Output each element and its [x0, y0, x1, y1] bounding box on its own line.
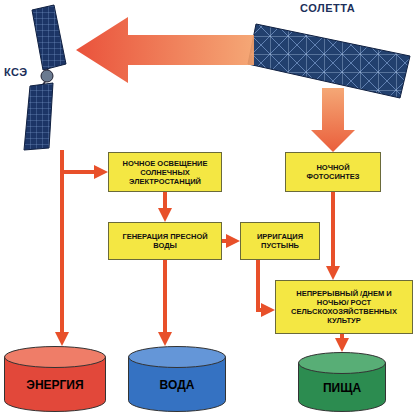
process-box: НОЧНОЙ ФОТОСИНТЕЗ [285, 152, 381, 192]
resource-cylinder: ЭНЕРГИЯ [4, 346, 106, 412]
resource-label: ВОДА [128, 378, 226, 392]
flow-arrow [62, 150, 100, 172]
flow-arrow [60, 150, 64, 338]
process-box: НЕПРЕРЫВНЫЙ /ДНЕМ И НОЧЬЮ/ РОСТ СЕЛЬСКОХ… [275, 280, 413, 334]
flow-arrow [258, 260, 267, 310]
flow-arrow [163, 192, 167, 214]
figure-label: КСЭ [4, 66, 28, 78]
solar-panel [24, 83, 53, 150]
resource-cylinder: ПИЩА [298, 352, 386, 412]
resource-label: ЭНЕРГИЯ [4, 378, 106, 392]
flow-arrow [222, 239, 232, 243]
box-label: ИРРИГАЦИЯ ПУСТЫНЬ [247, 232, 313, 250]
flow-arrow [340, 334, 344, 344]
process-box: НОЧНОЕ ОСВЕЩЕНИЕ СОЛНЕЧНЫХ ЭЛЕКТРОСТАНЦИ… [108, 152, 222, 192]
process-box: ИРРИГАЦИЯ ПУСТЫНЬ [240, 222, 320, 260]
cylinder-top [299, 353, 386, 374]
light-beam-arrow [76, 17, 254, 83]
resource-label: ПИЩА [298, 381, 386, 395]
box-label: НОЧНОЙ ФОТОСИНТЕЗ [292, 163, 374, 181]
satellite-body [41, 70, 53, 82]
kse-satellite [24, 5, 66, 150]
box-label: НОЧНОЕ ОСВЕЩЕНИЕ СОЛНЕЧНЫХ ЭЛЕКТРОСТАНЦИ… [115, 159, 215, 186]
box-label: ГЕНЕРАЦИЯ ПРЕСНОЙ ВОДЫ [115, 232, 215, 250]
satellite-kse: КСЭ [2, 4, 76, 150]
box-label: НЕПРЕРЫВНЫЙ /ДНЕМ И НОЧЬЮ/ РОСТ СЕЛЬСКОХ… [282, 289, 406, 325]
soletta-mirror-label: СОЛЕТТА [250, 2, 412, 92]
cylinder-top [5, 347, 106, 368]
solar-panel [32, 5, 66, 70]
soletta-mirror [248, 24, 410, 98]
process-box: ГЕНЕРАЦИЯ ПРЕСНОЙ ВОДЫ [108, 222, 222, 260]
figure-label: СОЛЕТТА [300, 2, 355, 14]
flow-arrow [163, 260, 167, 338]
resource-cylinder: ВОДА [128, 346, 226, 412]
cylinder-top [129, 347, 226, 368]
flow-arrow [331, 192, 335, 272]
light-beam-arrow [311, 88, 355, 152]
